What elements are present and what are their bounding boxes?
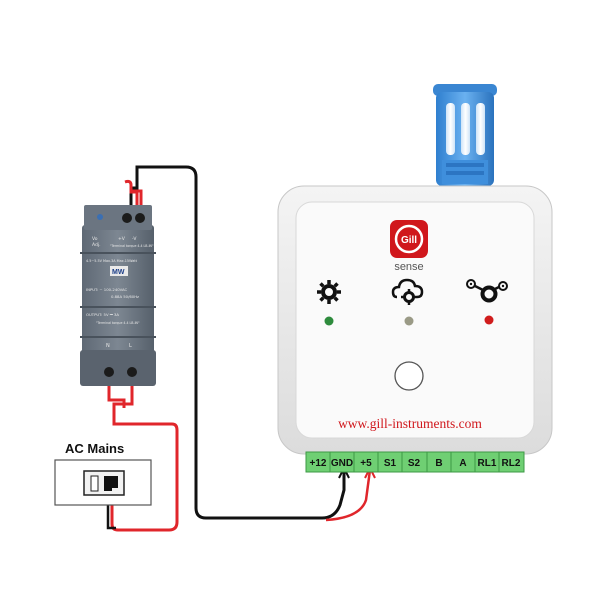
psu-logo-box bbox=[110, 266, 128, 276]
terminal-plus12: +12 bbox=[310, 458, 327, 469]
ac-socket-left-slot bbox=[90, 475, 99, 492]
terminal-b: B bbox=[435, 458, 442, 469]
psu-logo-text: MW bbox=[112, 269, 125, 276]
psu-torque-line: "Terminal torque 4.4 LB-IN" bbox=[96, 321, 140, 325]
cloud-gear-icon bbox=[391, 278, 424, 305]
status-led-right bbox=[484, 315, 494, 325]
terminal-rl1: RL1 bbox=[478, 458, 497, 469]
website-url: www.gill-instruments.com bbox=[338, 416, 482, 431]
gill-sense-text: sense bbox=[394, 261, 423, 273]
status-led-middle bbox=[404, 316, 414, 326]
ac-socket-plug bbox=[104, 476, 118, 491]
wires bbox=[106, 165, 376, 532]
psu-top-terminal-left bbox=[122, 213, 132, 223]
psu-spec-dc: 4.5~5.5V Max.3A Max.15Watt bbox=[86, 259, 138, 263]
terminal-a: A bbox=[459, 458, 466, 469]
network-icon bbox=[466, 279, 508, 303]
psu-terminal-top-1: +V bbox=[118, 236, 126, 242]
red-wire-bottom-left bbox=[107, 383, 126, 408]
psu-bottom-terminal-right bbox=[127, 367, 137, 377]
terminal-s2: S2 bbox=[408, 458, 421, 469]
gill-logo-ring bbox=[394, 224, 424, 254]
psu-bottom-l: L bbox=[129, 343, 132, 349]
psu-output-line: OUTPUT: 5V ⎓ 3A bbox=[86, 312, 119, 317]
red-wire-to-plus5 bbox=[325, 469, 372, 522]
terminal-rl2: RL2 bbox=[502, 458, 521, 469]
gear-icon bbox=[317, 280, 341, 304]
gill-sense-device: Gill sense bbox=[277, 185, 553, 455]
humidity-sensor bbox=[433, 84, 497, 186]
psu-terminal-top-2: -V bbox=[132, 236, 137, 242]
psu-bottom-n: N bbox=[106, 343, 110, 349]
device-push-button[interactable] bbox=[394, 361, 424, 391]
terminal-dividers bbox=[329, 452, 500, 472]
terminal-plus5: +5 bbox=[360, 458, 372, 469]
ac-mains: AC Mains bbox=[54, 441, 152, 506]
ac-mains-label: AC Mains bbox=[65, 441, 124, 456]
psu-input-line-2: 0.88A 50/60Hz bbox=[111, 294, 139, 299]
psu-bottom-terminal-left bbox=[104, 367, 114, 377]
psu-adj-label: Adj. bbox=[92, 242, 101, 248]
psu-vo-label: Vo bbox=[92, 236, 98, 242]
psu-top-terminal-right bbox=[135, 213, 145, 223]
terminal-block: +12 GND +5 S1 S2 B A RL1 RL2 bbox=[305, 451, 525, 473]
red-wire-top-2 bbox=[131, 189, 143, 205]
psu-spec-top: "Terminal torque 4.4 LB-IN" bbox=[110, 244, 154, 248]
red-wire-bottom-right bbox=[110, 383, 179, 532]
terminal-gnd: GND bbox=[331, 458, 353, 469]
status-led-left bbox=[324, 316, 334, 326]
gill-logo-text: Gill bbox=[401, 235, 417, 246]
black-wire-top bbox=[129, 165, 346, 520]
terminal-s1: S1 bbox=[384, 458, 397, 469]
power-supply: Vo Adj. +V -V "Terminal torque 4.4 LB-IN… bbox=[80, 205, 156, 386]
psu-input-line-1: INPUT: ~ 100-240VAC bbox=[86, 287, 128, 292]
psu-adjust-pot bbox=[97, 214, 103, 220]
